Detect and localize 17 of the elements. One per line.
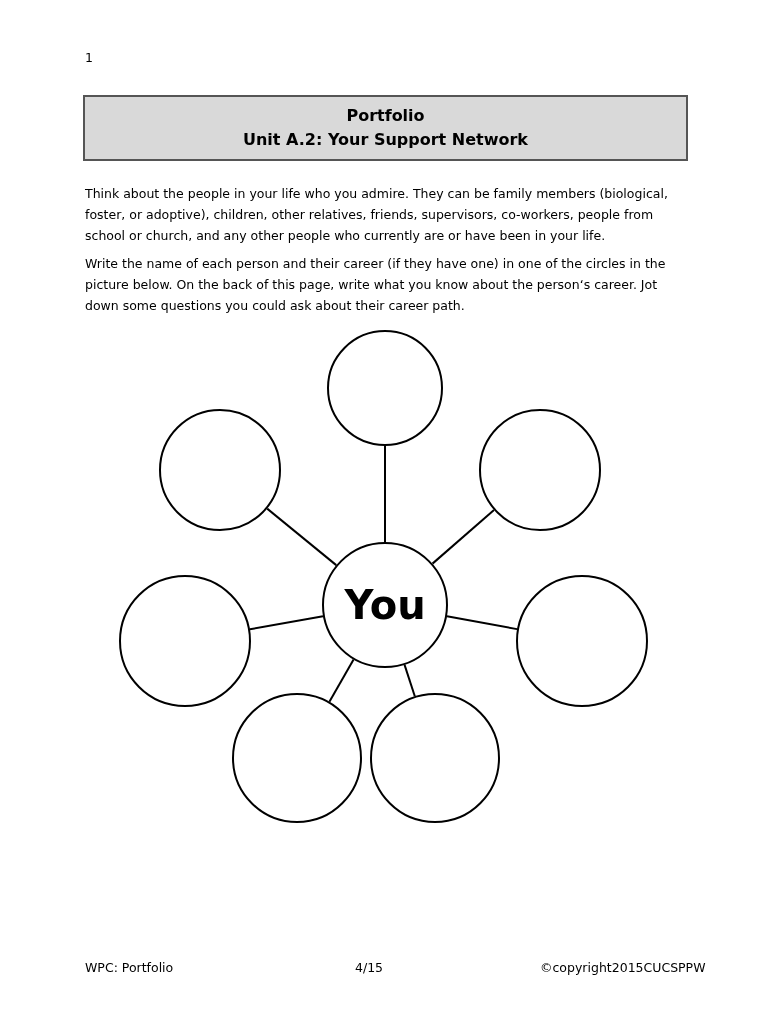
heading-text: Unit A.2: Your Support Network — [243, 129, 528, 151]
connector-line — [384, 445, 386, 543]
heading-text: Portfolio — [346, 105, 425, 127]
instruction-paragraph: Write the name of each person and their career (if they have one) in one of the circles in the picture below. On the back of this page, write what you know about the person‘s career. Jot down some questions you could ask about their career path. — [85, 255, 667, 315]
connector-line — [248, 615, 324, 631]
connector-line — [266, 507, 338, 567]
connector-line — [328, 658, 355, 703]
footer-page-count: 4/15 — [355, 959, 384, 977]
heading-banner — [83, 95, 688, 161]
center-label: You — [344, 582, 426, 628]
connector-line — [445, 615, 519, 631]
connector-line — [403, 663, 416, 698]
footer-text: WPC: Portfolio — [85, 959, 174, 977]
page-number: 1 — [85, 49, 93, 67]
connector-line — [431, 509, 495, 565]
copyright-notice: ©copyright2015CUCSPPW — [540, 959, 706, 977]
instruction-paragraph: Think about the people in your life who you admire. They can be family members (biological, foster, or adoptive), children, other relatives, friends, supervisors, co-workers, people from school or church, and any other people who currently are or have been in your life. — [85, 185, 669, 245]
